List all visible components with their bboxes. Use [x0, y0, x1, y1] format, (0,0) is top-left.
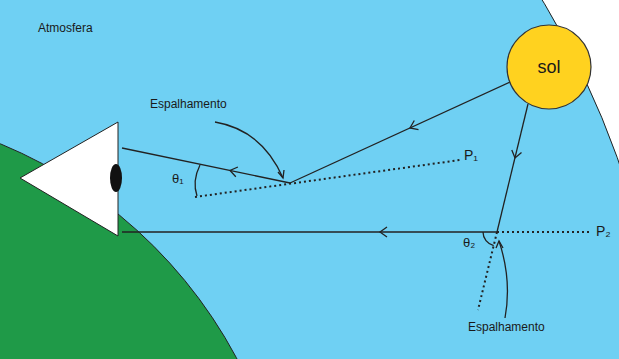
angle-arc	[195, 165, 200, 196]
callout-label: Espalhamento	[468, 321, 545, 334]
ray	[122, 231, 497, 232]
pupil	[110, 164, 122, 192]
ray	[122, 148, 290, 183]
callout-label: Espalhamento	[150, 98, 227, 111]
region-label: Atmosfera	[38, 22, 93, 35]
leader-line	[499, 241, 507, 318]
ray	[290, 82, 510, 183]
leader-line	[215, 122, 283, 178]
angle-arc	[483, 232, 494, 246]
node-text: sol	[537, 57, 560, 78]
ray	[497, 104, 528, 232]
arrow-chevron	[410, 121, 419, 130]
leader-head	[496, 241, 503, 248]
dotted-extension	[478, 232, 497, 310]
dotted-extension	[497, 231, 592, 233]
point-label: P₂	[596, 224, 611, 239]
arrow-chevron	[380, 227, 387, 237]
angle-label: θ₂	[463, 236, 475, 250]
arrow-chevron	[230, 167, 238, 177]
sun-circle: sol	[506, 24, 592, 110]
sun-disc	[507, 25, 591, 109]
dotted-extension	[195, 160, 460, 197]
leader-head	[278, 170, 284, 178]
angle-label: θ₁	[172, 172, 184, 186]
arrow-chevron	[512, 150, 522, 158]
eye	[20, 122, 118, 236]
earth	[0, 108, 292, 359]
point-label: P₁	[464, 148, 478, 163]
